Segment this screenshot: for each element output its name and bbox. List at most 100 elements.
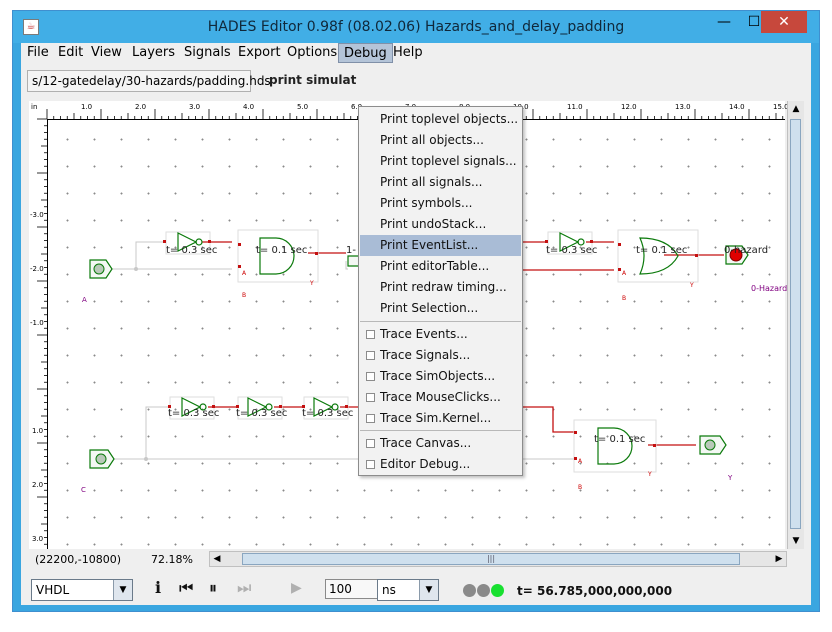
menu-item-print-toplevel-signals[interactable]: Print toplevel signals... [380,154,517,168]
vertical-scrollbar[interactable]: ▲ ▼ [787,101,804,549]
time-unit-value: ns [382,583,396,597]
simulator-mode-select[interactable]: VHDL ▼ [31,579,133,601]
menu-export[interactable]: Export [238,45,281,60]
menu-item-trace-signals[interactable]: Trace Signals... [360,345,521,366]
ruler-label: 2.0 [135,103,147,111]
menu-item-print-all-signals[interactable]: Print all signals... [380,175,483,189]
maximize-button[interactable]: ☐ [747,14,761,30]
info-icon[interactable]: i [155,578,162,597]
ruler-vertical: -3.0 -2.0 -1.0 1.0 2.0 3.0 [29,118,48,549]
checkbox-icon[interactable] [366,351,375,360]
zoom-level: 72.18% [151,553,193,566]
menu-item-trace-canvas[interactable]: Trace Canvas... [360,433,521,454]
checkbox-icon[interactable] [366,439,375,448]
title-bar[interactable]: ☕ HADES Editor 0.98f (08.02.06) Hazards_… [13,11,819,43]
menu-item-print-editortable[interactable]: Print editorTable... [380,259,490,273]
checkbox-icon[interactable] [366,330,375,339]
window-title: HADES Editor 0.98f (08.02.06) Hazards_an… [207,19,625,35]
delay-label: t= 0.3 sec [302,408,354,419]
time-unit-select[interactable]: ns ▼ [377,579,439,601]
idle-wires-top [108,241,348,270]
ruler-label: 11.0 [567,103,583,111]
play-icon[interactable]: ▶ [291,580,302,596]
menu-view[interactable]: View [91,45,122,60]
schematic-drawing [89,229,749,473]
menu-item-editor-debug[interactable]: Editor Debug... [360,454,521,475]
wire-junctions [134,267,148,461]
vertical-scroll-thumb[interactable] [790,119,801,529]
menu-item-label: Editor Debug... [380,457,471,471]
menu-item-print-all-objects[interactable]: Print all objects... [380,133,484,147]
ruler-label: 15.0 [773,103,789,111]
menu-item-print-toplevel-objects[interactable]: Print toplevel objects... [380,112,519,126]
pause-icon[interactable]: ⏸ [209,578,218,597]
delay-label: t= 0.1 sec [636,245,688,256]
delay-label: t= 0.3 sec [236,408,288,419]
port-dots [93,263,716,465]
scroll-right-icon[interactable]: ▶ [775,554,783,564]
menu-bar: File Edit View Layers Signals Export Opt… [21,43,811,63]
menu-item-label: Trace Events... [380,327,468,341]
ruler-label: 12.0 [621,103,637,111]
menu-item-print-undostack[interactable]: Print undoStack... [380,217,487,231]
chevron-down-icon[interactable]: ▼ [419,580,438,600]
ruler-label: -2.0 [30,265,44,273]
menu-item-print-selection[interactable]: Print Selection... [380,301,479,315]
menu-item-print-eventlist[interactable]: Print EventList... [360,235,521,256]
ruler-label: 1.0 [32,427,44,435]
ruler-label: 13.0 [675,103,691,111]
pin-label: A [578,458,583,465]
rewind-icon[interactable]: ⏮ [179,578,194,597]
menu-item-label: Trace SimObjects... [380,369,496,383]
menu-item-trace-sim-kernel[interactable]: Trace Sim.Kernel... [360,408,521,429]
pin-label: Y [690,282,694,289]
menu-debug[interactable]: Debug [338,43,393,63]
step-value-field[interactable]: 100 [325,579,381,599]
menu-item-print-redraw-timing[interactable]: Print redraw timing... [380,280,507,294]
ruler-label: 3.0 [32,535,44,543]
menu-help[interactable]: Help [393,45,423,60]
fast-forward-icon[interactable]: ⏭ [237,578,252,597]
logic-gates [177,232,679,465]
chevron-down-icon[interactable]: ▼ [113,580,132,600]
scroll-down-icon[interactable]: ▼ [792,536,800,546]
ruler-label: 2.0 [32,481,44,489]
ruler-label: 6.0 [351,103,363,111]
hazard-probe-label: 0-hazard [724,245,769,256]
menu-item-trace-simobjects[interactable]: Trace SimObjects... [360,366,521,387]
menu-item-label: Trace MouseClicks... [380,390,501,404]
status-led-1 [463,584,476,597]
menu-file[interactable]: File [27,45,49,60]
horizontal-scrollbar[interactable]: ◀ ||| ▶ [209,551,787,567]
horizontal-scroll-thumb[interactable]: ||| [242,553,740,565]
hazard-output-label: 0-Hazard [751,284,788,293]
menu-options[interactable]: Options [287,45,338,60]
delay-label: t= 0.1 sec [256,245,308,256]
ruler-label: 1.0 [81,103,93,111]
file-path-field[interactable]: s/12-gatedelay/30-hazards/padding.hds [27,70,271,92]
menu-edit[interactable]: Edit [58,45,84,60]
menu-separator [360,321,521,322]
delay-label: t= 0.3 sec [546,245,598,256]
menu-separator [360,430,521,431]
checkbox-icon[interactable] [366,372,375,381]
menu-signals[interactable]: Signals [184,45,231,60]
cursor-coordinates: (22200,-10800) [35,553,122,566]
menu-item-trace-mouseclicks[interactable]: Trace MouseClicks... [360,387,521,408]
status-message: print simulat [269,73,357,87]
simulation-toolbar: VHDL ▼ i ⏮ ⏸ ⏭ ▶ 100 ns ▼ t= 56.785,000,… [21,575,811,605]
checkbox-icon[interactable] [366,393,375,402]
menu-layers[interactable]: Layers [132,45,176,60]
close-button[interactable]: ✕ [761,11,807,33]
menu-item-label: Trace Sim.Kernel... [380,411,492,425]
scroll-up-icon[interactable]: ▲ [792,104,800,114]
menu-item-trace-events[interactable]: Trace Events... [360,324,521,345]
checkbox-icon[interactable] [366,414,375,423]
menu-item-print-symbols[interactable]: Print symbols... [380,196,473,210]
delay-label: t= 0.3 sec [166,245,218,256]
minimize-button[interactable]: — [717,14,731,30]
status-led-3 [491,584,504,597]
scroll-left-icon[interactable]: ◀ [213,554,221,564]
checkbox-icon[interactable] [366,460,375,469]
ruler-label: -3.0 [30,211,44,219]
